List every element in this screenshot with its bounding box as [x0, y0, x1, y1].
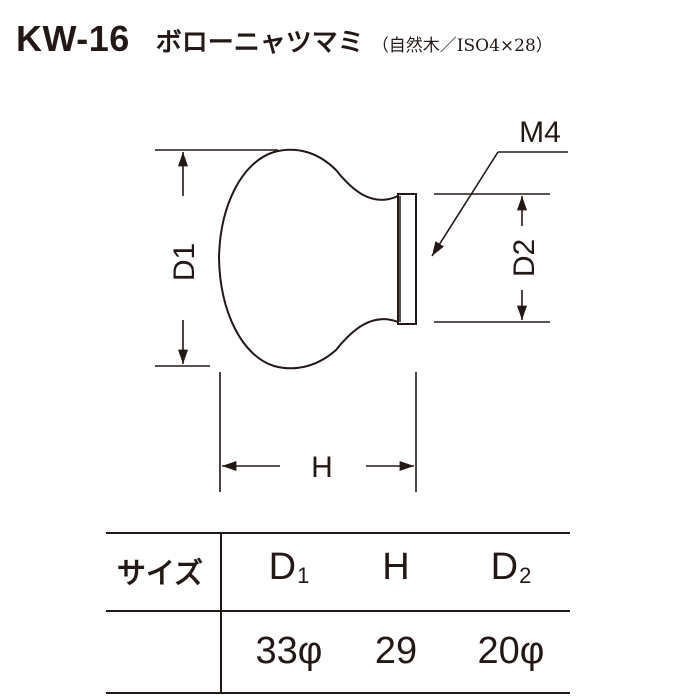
table-bottom-rule	[106, 692, 570, 694]
header-d2-main: D	[490, 546, 519, 588]
header-h: H	[346, 546, 446, 589]
header-d2-sub: 2	[519, 563, 532, 588]
model-number: KW-16	[16, 18, 130, 59]
header-d1: D1	[234, 546, 344, 589]
header-h-main: H	[382, 546, 410, 588]
header-d1-main: D	[268, 546, 297, 588]
d2-label: D2	[508, 239, 541, 277]
m4-leader	[431, 151, 568, 257]
d1-dimension	[155, 149, 278, 367]
knob-base	[397, 193, 417, 325]
knob-outline	[217, 148, 399, 370]
header-d2: D2	[452, 546, 570, 589]
table-top-rule	[106, 532, 570, 534]
size-header-label: サイズ	[116, 556, 204, 590]
table-column-divider	[220, 532, 222, 694]
h-dimension	[219, 372, 417, 492]
d2-dimension	[434, 193, 550, 323]
title-row: KW-16 ボローニャツマミ （自然木／ISO4×28）	[16, 18, 553, 62]
m4-label: M4	[519, 116, 561, 149]
value-d1: 33φ	[255, 630, 323, 672]
material-spec: （自然木／ISO4×28）	[371, 36, 553, 56]
table-middle-rule	[106, 610, 570, 612]
header-d1-sub: 1	[297, 563, 310, 588]
value-d2: 20φ	[477, 630, 545, 672]
value-h: 29	[374, 630, 418, 672]
product-name: ボローニャツマミ	[155, 28, 364, 58]
d1-label: D1	[168, 243, 201, 281]
h-label: H	[311, 451, 333, 484]
